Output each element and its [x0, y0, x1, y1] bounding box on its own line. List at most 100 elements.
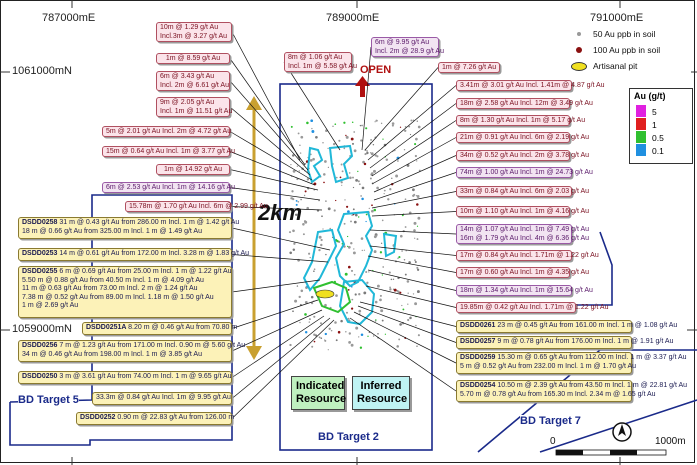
soil-sample-point — [381, 219, 384, 222]
drillhole-intercept-label: DSDD0258 31 m @ 0.43 g/t Au from 286.00 … — [18, 217, 240, 239]
indicated-resource-label: Indicated Resource — [291, 376, 347, 410]
soil-sample-point — [365, 127, 368, 130]
soil-sample-point — [347, 245, 351, 249]
soil-sample-point — [404, 273, 407, 276]
soil-sample-point — [338, 139, 341, 142]
soil-sample-point — [295, 203, 298, 206]
soil-sample-point — [350, 220, 352, 223]
soil-sample-point — [292, 310, 294, 313]
soil-sample-point — [380, 309, 384, 313]
soil-sample-point — [388, 271, 391, 274]
resource-line: Resource — [296, 393, 347, 405]
soil-sample-point — [302, 233, 305, 236]
soil-sample-point — [362, 160, 365, 164]
leader-line — [369, 229, 457, 235]
intercept-line: DSDD0258 31 m @ 0.43 g/t Au from 286.00 … — [22, 219, 240, 226]
legend: 50 Au ppb in soil 100 Au ppb in soil Art… — [565, 24, 691, 78]
intercept-line: 1m @ 7.26 g/t Au — [442, 64, 497, 71]
soil-sample-point — [318, 248, 321, 252]
leader-line — [373, 172, 457, 201]
soil-sample-point — [416, 345, 418, 348]
intercept-line: DSDD0252 0.90 m @ 22.83 g/t Au from 126.… — [80, 414, 235, 421]
leader-line — [229, 187, 321, 201]
leader-line — [231, 309, 323, 352]
soil-sample-point — [391, 124, 394, 127]
soil-sample-point — [352, 251, 356, 255]
easting-label: 791000mE — [590, 12, 644, 24]
soil-sample-point — [416, 268, 420, 271]
soil-sample-point — [407, 318, 410, 322]
soil-sample-point — [399, 126, 402, 128]
soil-sample-point — [311, 130, 315, 133]
soil-sample-point — [401, 250, 403, 252]
soil-sample-point — [399, 234, 403, 238]
intercept-line: 1m @ 14.92 g/t Au — [163, 166, 223, 173]
indicated-outline — [312, 280, 352, 314]
soil-sample-point — [304, 313, 307, 316]
soil-sample-point — [350, 137, 354, 141]
soil-sample-point — [350, 343, 354, 347]
soil-sample-point — [408, 261, 411, 264]
soil-sample-point — [327, 166, 330, 168]
trench-intercept-label: 21m @ 0.91 g/t Au Incl. 6m @ 2.19 g/t Au — [456, 132, 589, 143]
drillhole-id: DSDD0250 — [22, 373, 60, 380]
soil-sample-point — [313, 333, 316, 336]
soil-sample-point — [308, 252, 311, 255]
soil-sample-point — [389, 288, 392, 291]
soil-sample-point — [353, 273, 356, 276]
soil-sample-point — [292, 169, 296, 173]
drillhole-intercept-label: DSDD0252 0.90 m @ 22.83 g/t Au from 126.… — [76, 412, 235, 425]
soil-sample-point — [387, 198, 390, 201]
soil-sample-point — [313, 340, 316, 343]
leader-line — [357, 305, 457, 343]
trench-intercept-label: 1m @ 14.92 g/t Au — [156, 164, 230, 175]
soil-sample-point — [300, 289, 304, 293]
soil-sample-point — [288, 231, 292, 234]
soil-sample-point — [302, 223, 305, 226]
soil-sample-point — [292, 229, 295, 233]
soil-sample-point — [347, 317, 350, 320]
intercept-line: DSDD0251A 8.20 m @ 0.46 g/t Au from 70.8… — [86, 324, 238, 331]
soil-sample-point — [372, 143, 375, 146]
soil-sample-point — [334, 264, 336, 266]
soil-sample-point — [353, 131, 356, 133]
leader-line — [231, 31, 301, 161]
soil-sample-point — [412, 194, 415, 198]
artisanal-pit-marker — [315, 289, 335, 299]
trench-intercept-label: 6m @ 2.53 g/t Au Incl. 1m @ 14.16 g/t Au — [102, 182, 235, 193]
soil-sample-point — [309, 159, 313, 162]
soil-sample-point — [407, 303, 409, 305]
drillhole-id: DSDD0259 — [460, 354, 498, 361]
target-label-bd5: BD Target 5 — [18, 394, 79, 406]
intercept-line: 16m @ 1.79 g/t Au Incl. 4m @ 6.36 g/t Au — [460, 234, 590, 242]
soil-sample-point — [391, 177, 393, 180]
drillhole-id: DSDD0255 — [22, 268, 60, 275]
intercept-line: 1 m @ 2.69 g/t Au — [22, 302, 79, 309]
leader-line — [229, 80, 309, 171]
soil-sample-point — [373, 250, 377, 254]
soil-sample-point — [300, 198, 302, 201]
leader-line — [231, 299, 319, 329]
drillhole-intercept-label: DSDD0253 14 m @ 0.61 g/t Au from 172.00 … — [18, 248, 249, 261]
soil-sample-point — [346, 245, 349, 248]
soil-sample-point — [382, 138, 384, 140]
leader-line — [230, 206, 323, 211]
soil-sample-point — [404, 126, 407, 128]
soil-sample-point — [402, 308, 405, 311]
soil-sample-point — [346, 205, 349, 208]
leader-line — [365, 285, 457, 308]
soil-sample-point — [361, 186, 365, 190]
soil-sample-point — [415, 194, 418, 197]
soil-sample-point — [414, 259, 416, 261]
soil-sample-point — [416, 266, 419, 269]
intercept-line: 11 m @ 0.63 g/t Au from 73.00 m Incl. 2 … — [22, 285, 198, 292]
soil-sample-point — [340, 163, 343, 166]
soil-sample-point — [380, 122, 383, 125]
trench-intercept-label: 1m @ 8.59 g/t Au — [156, 53, 230, 64]
legend-label: 100 Au ppb in soil — [593, 45, 661, 55]
intercept-line: DSDD0257 9 m @ 0.78 g/t Au from 176.00 m… — [460, 338, 674, 345]
trench-intercept-label: 3.41m @ 3.01 g/t Au Incl. 1.41m @ 4.87 g… — [456, 80, 605, 91]
color-label: 0.1 — [652, 146, 664, 156]
